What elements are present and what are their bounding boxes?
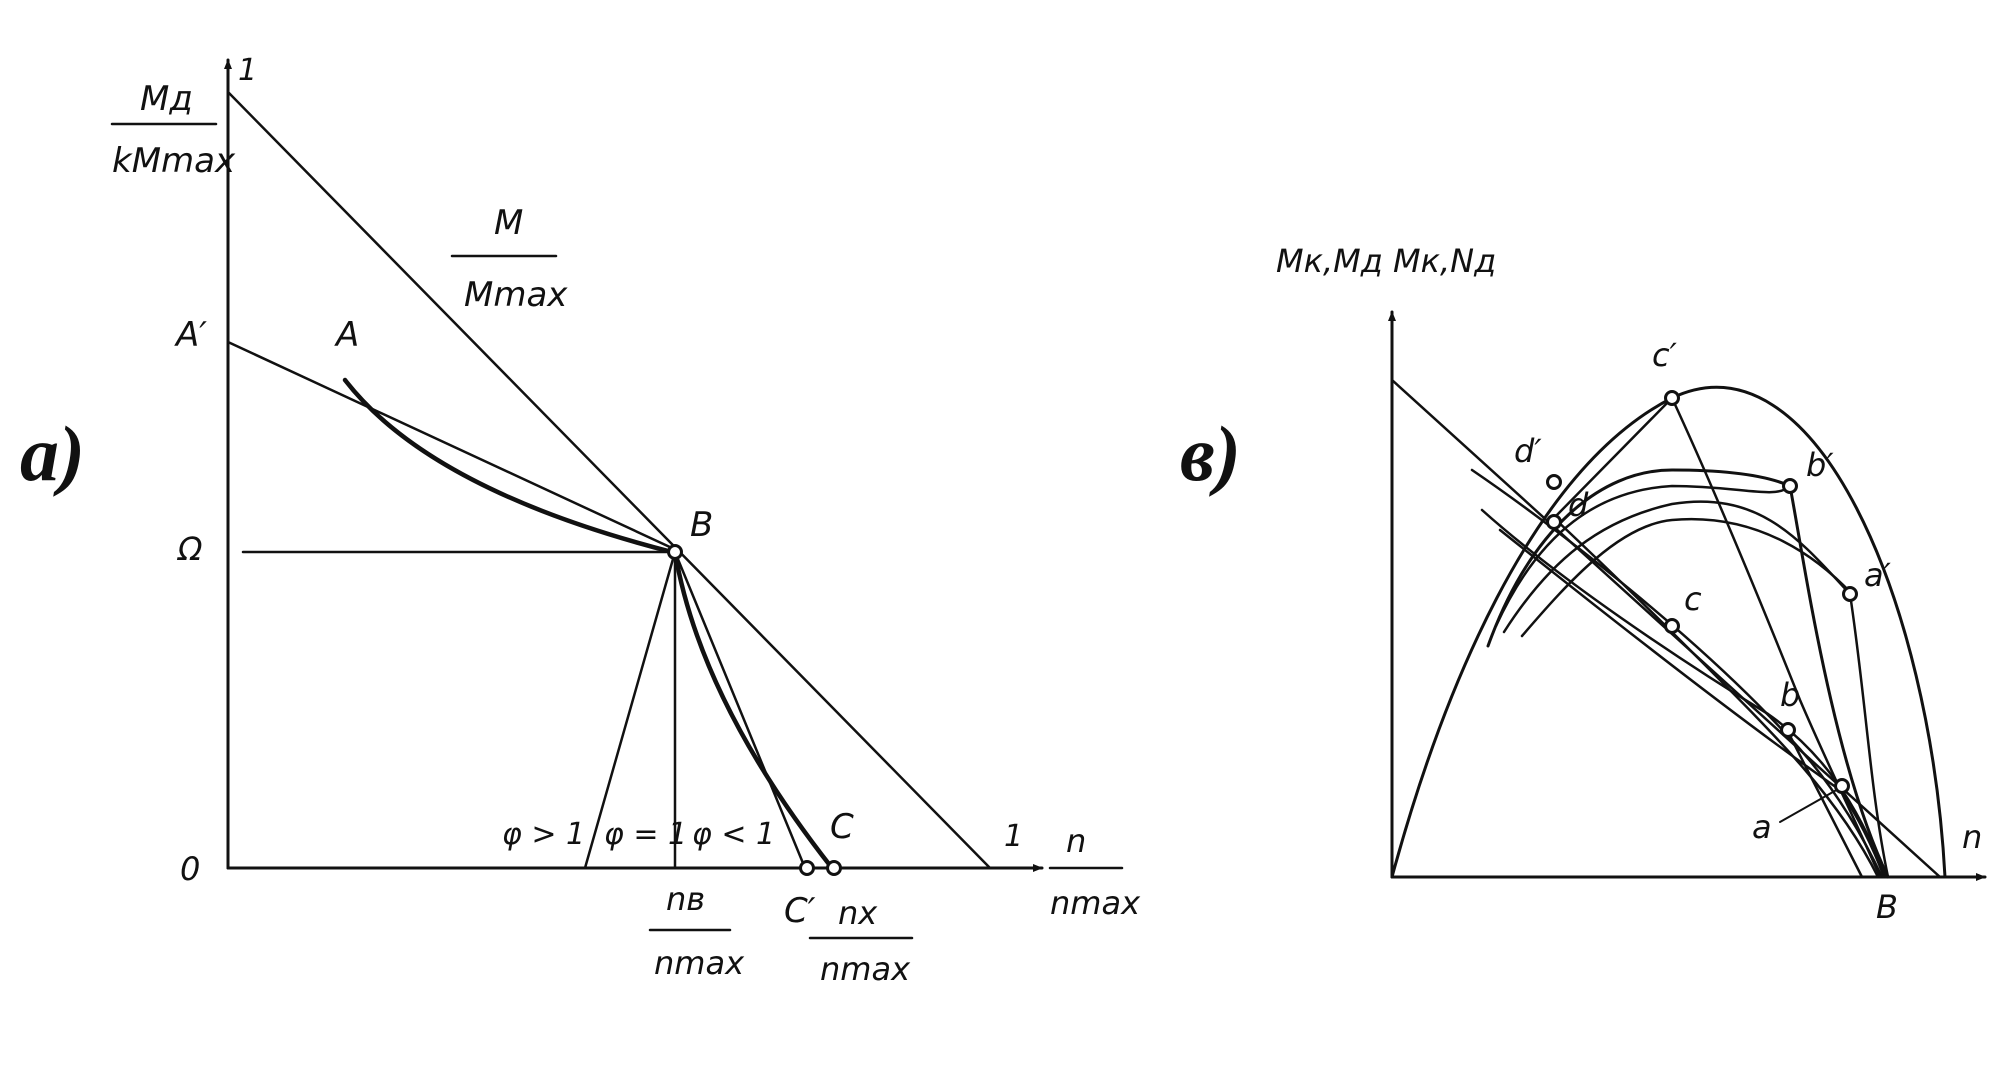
panel-a-a-prime-label: A′ (174, 315, 207, 355)
panel-b-torque-line-1 (1470, 468, 1884, 879)
panel-a-y-axis-end: 1 (238, 53, 257, 88)
panel-b-torque-line-3 (1480, 508, 1888, 879)
panel-a-origin-label: 0 (180, 850, 200, 888)
panel-a-y-axis-den: kMmax (112, 141, 236, 181)
panel-b-point-d (1546, 514, 1562, 530)
panel-a-nb-num: nв (666, 880, 705, 918)
panel-a-a-prime-line (226, 340, 674, 550)
panel-a-point-c-prime (799, 860, 815, 876)
panel-b-c-label: c (1684, 580, 1702, 618)
panel-b-c-prime-label: c′ (1652, 336, 1678, 374)
panel-b-envelope-curve (1390, 385, 1947, 879)
panel-b-point-c-prime (1664, 390, 1680, 406)
panel-b-y-axis-label: Mк,Mд Mк,Nд (1276, 242, 1496, 280)
panel-a-y-axis-num: Mд (140, 79, 193, 119)
panel-a-x-axis-den: nmax (1050, 884, 1141, 922)
panel-a-point-c (826, 860, 842, 876)
panel-b-point-b-prime (1782, 478, 1798, 494)
panel-b-b-prime-label: b′ (1806, 446, 1834, 484)
panel-a-phi-gt-1-line (583, 550, 677, 870)
panel-b-power-curve-c (1494, 484, 1792, 628)
panel-a-phi-eq-label: φ = 1 (604, 817, 687, 852)
panel-b: в) Mк,Mд Mк,Nд n B (1180, 242, 1987, 926)
panel-b-torque-line-4 (1552, 516, 1880, 879)
panel-b-b-label: b (1780, 676, 1800, 714)
panel-b-letter: в) (1180, 410, 1241, 497)
panel-b-point-d-prime (1546, 474, 1562, 490)
panel-b-point-a (1834, 778, 1850, 794)
panel-b-point-c (1664, 618, 1680, 634)
panel-b-a-prime-label: a′ (1864, 556, 1892, 594)
panel-b-power-curve-b (1502, 500, 1890, 879)
panel-b-cprime-left-line (1552, 396, 1674, 520)
panel-b-torque-line-2 (1498, 528, 1886, 879)
panel-a-curve-a-label: A (334, 315, 359, 355)
panel-a-m-num: M (494, 203, 523, 243)
panel-b-a-label: a (1752, 808, 1772, 846)
panel-b-power-curve-a (1520, 517, 1854, 638)
panel-a-m-mmax-line (226, 90, 992, 870)
panel-a-nx-num: nх (838, 894, 878, 932)
panel-a-m-den: Mmax (464, 275, 568, 315)
panel-a-point-b (667, 544, 683, 560)
panel-a-c-prime-line (673, 550, 807, 870)
panel-b-x-axis-label: n (1962, 818, 1982, 856)
panel-b-d-prime-label: d′ (1514, 432, 1542, 470)
panel-b-b-segment (1784, 726, 1864, 879)
panel-a-omega-label: Ω (176, 530, 203, 568)
panel-b-power-curve-d (1486, 468, 1890, 879)
panel-b-a-pointer (1779, 787, 1841, 823)
panel-a-x-axis-end: 1 (1004, 819, 1023, 854)
panel-a-phi-gt-label: φ > 1 (502, 817, 585, 852)
panel-b-point-b-label: B (1876, 888, 1898, 926)
panel-a-nx-den: nmax (820, 950, 911, 988)
panel-b-d-label: d (1568, 486, 1589, 524)
panel-a-curve-c (672, 549, 835, 871)
panel-b-point-b (1780, 722, 1796, 738)
panel-a-point-c-prime-label: C′ (784, 891, 816, 931)
panel-b-point-a-prime (1842, 586, 1858, 602)
panel-a: а) 1 Mд kMmax A′ Ω 0 A B C C′ M Mmax φ > (20, 53, 1141, 988)
panel-b-cprime-right-curve (1670, 396, 1882, 879)
panel-a-phi-lt-label: φ < 1 (692, 817, 775, 852)
panel-a-letter: а) (20, 410, 85, 497)
panel-a-curve-a (342, 377, 675, 555)
panel-a-x-axis-num: n (1066, 822, 1086, 860)
panel-a-point-b-label: B (690, 505, 713, 545)
panel-a-nb-den: nmax (654, 944, 745, 982)
panel-a-point-c-label: C (830, 807, 854, 847)
